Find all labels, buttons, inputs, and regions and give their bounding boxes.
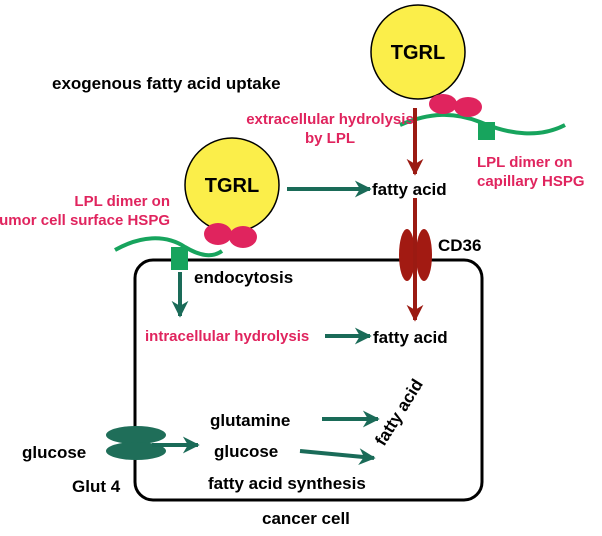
cd36-transporter-icon [399,229,415,281]
lpl-capillary-label: LPL dimer on [477,154,573,171]
fatty-acid-rotated-label: fatty acid [371,376,427,449]
extracellular-hydrolysis-label: extracellular hydrolysis [246,111,414,128]
tgrl-top-label: TGRL [391,42,445,64]
lpl-tumor-label: LPL dimer on [74,193,170,210]
tumor-hspg-strand [114,236,224,258]
glucose-inside-label: glucose [214,442,278,461]
glut4-label: Glut 4 [72,477,121,496]
glutamine-label: glutamine [210,411,290,430]
cancer-cell-membrane [133,258,484,502]
lpl-tumor-label-line2: tumor cell surface HSPG [0,212,170,229]
fatty-acid-top-label: fatty acid [372,180,447,199]
glucose-to-fatty-acid-arrow [299,448,376,465]
endocytosis-label: endocytosis [194,268,293,287]
tumor-hspg-anchor-icon [171,247,188,270]
tgrl-top-particle [370,4,466,100]
lpl-dimer-tumor-icon-part [229,226,257,248]
glut4-transporter-icon-part [106,442,166,460]
extracellular-hydrolysis-label-line2: by LPL [305,130,355,147]
capillary-hspg-anchor-icon [478,122,495,140]
glut4-transporter-icon [106,426,166,444]
cancer-cell-label: cancer cell [262,509,350,528]
lpl-capillary-label-line2: capillary HSPG [477,173,585,190]
lpl-dimer-capillary-icon-part [454,97,482,117]
fatty-acid-mid-label: fatty acid [373,328,448,347]
uptake-title: exogenous fatty acid uptake [52,74,281,93]
lpl-dimer-capillary-icon [429,94,457,114]
cd36-transporter-icon-part [416,229,432,281]
tgrl-left-label: TGRL [205,175,259,197]
intracellular-hydrolysis-label: intracellular hydrolysis [145,328,309,345]
fatty-acid-synthesis-label: fatty acid synthesis [208,474,366,493]
glucose-outside-label: glucose [22,443,86,462]
lpl-dimer-tumor-icon [204,223,232,245]
cd36-label: CD36 [438,236,481,255]
